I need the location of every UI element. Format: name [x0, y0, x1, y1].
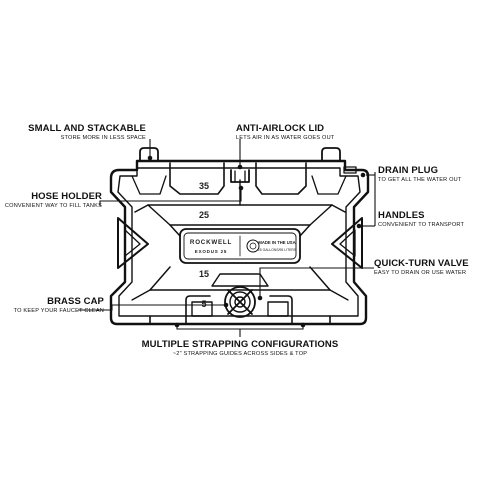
- volume-mark-15: 15: [199, 269, 209, 279]
- tank-outline: [109, 159, 370, 326]
- callout-title: HANDLES: [378, 210, 425, 221]
- callout-hose-holder: HOSE HOLDER CONVENIENT WAY TO FILL TANKS: [0, 192, 102, 209]
- valve-outer: [224, 286, 256, 318]
- brass-cap: [234, 296, 246, 308]
- handle-right: [331, 217, 363, 269]
- callout-title: DRAIN PLUG: [378, 165, 439, 176]
- volume-mark-5: 5: [201, 299, 206, 309]
- callout-strapping: MULTIPLE STRAPPING CONFIGURATIONS ~2" ST…: [90, 340, 390, 357]
- stacking-foot-right: [321, 147, 341, 162]
- callout-title: MULTIPLE STRAPPING CONFIGURATIONS: [141, 339, 339, 350]
- callout-title: QUICK-TURN VALVE: [374, 258, 469, 269]
- label-plate: [179, 228, 301, 264]
- callout-title: SMALL AND STACKABLE: [28, 123, 146, 134]
- badge-line-2: 25 GALLONS/95 LITERS: [258, 248, 297, 252]
- callout-title: ANTI-AIRLOCK LID: [236, 123, 325, 134]
- callout-title: BRASS CAP: [47, 296, 104, 307]
- callout-anti-airlock: ANTI-AIRLOCK LID LETS AIR IN AS WATER GO…: [236, 124, 334, 141]
- callout-handles: HANDLES CONVENIENT TO TRANSPORT: [378, 211, 464, 228]
- callout-subtitle: EASY TO DRAIN OR USE WATER: [374, 269, 467, 276]
- volume-mark-35: 35: [199, 181, 209, 191]
- brand-text: ROCKWELL: [190, 239, 232, 246]
- callout-quick-turn: QUICK-TURN VALVE EASY TO DRAIN OR USE WA…: [374, 259, 469, 276]
- callout-drain-plug: DRAIN PLUG TO GET ALL THE WATER OUT: [378, 166, 462, 183]
- anti-airlock-lid: [230, 169, 250, 183]
- callout-brass-cap: BRASS CAP TO KEEP YOUR FAUCET CLEAN: [0, 297, 104, 314]
- model-text: EXODUS 25: [195, 249, 227, 254]
- callout-title: HOSE HOLDER: [31, 191, 102, 202]
- handle-left: [117, 217, 149, 269]
- drain-plug: [343, 166, 357, 174]
- callout-small-stackable: SMALL AND STACKABLE STORE MORE IN LESS S…: [0, 124, 146, 141]
- callout-subtitle: TO KEEP YOUR FAUCET CLEAN: [13, 307, 104, 314]
- valve-handle: [227, 289, 253, 315]
- callout-subtitle: ~2" STRAPPING GUIDES ACROSS SIDES & TOP: [172, 350, 308, 357]
- callout-subtitle: CONVENIENT WAY TO FILL TANKS: [4, 202, 102, 209]
- stacking-foot-left: [139, 147, 159, 162]
- volume-mark-25: 25: [199, 210, 209, 220]
- callout-subtitle: LETS AIR IN AS WATER GOES OUT: [236, 134, 335, 141]
- callout-subtitle: TO GET ALL THE WATER OUT: [378, 176, 462, 183]
- callout-subtitle: STORE MORE IN LESS SPACE: [60, 134, 146, 141]
- callout-subtitle: CONVENIENT TO TRANSPORT: [378, 221, 465, 228]
- badge-line-1: MADE IN THE USA: [258, 240, 295, 245]
